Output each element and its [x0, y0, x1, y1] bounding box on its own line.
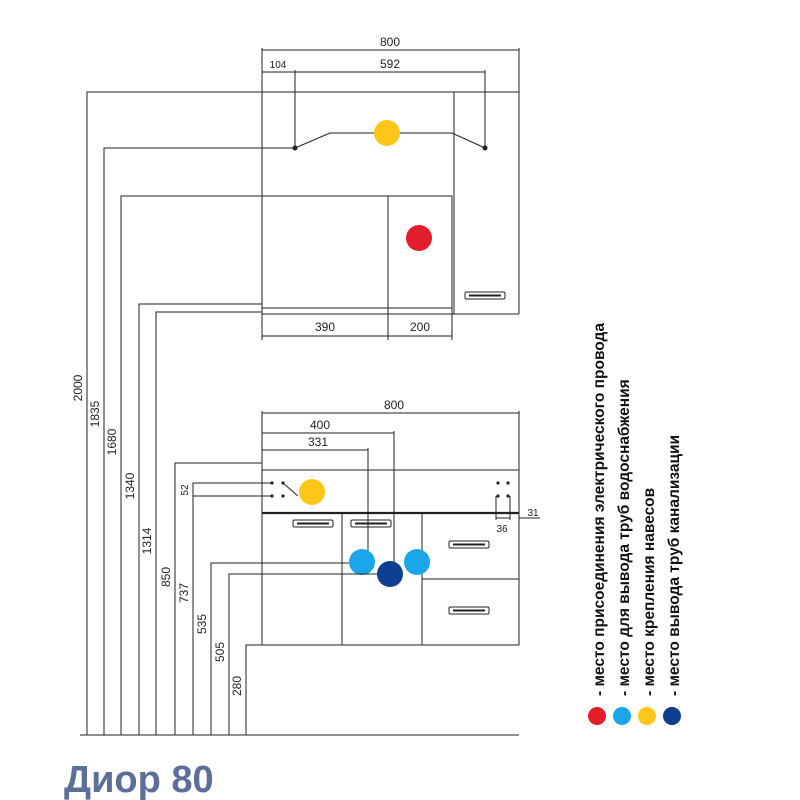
top-span-label: 592 — [380, 57, 400, 71]
height-dimension-lines — [86, 91, 377, 735]
height-label-505: 505 — [213, 642, 227, 662]
height-label-1340: 1340 — [123, 472, 137, 499]
drain-marker-icon — [377, 561, 403, 587]
bottom-331-label: 331 — [308, 435, 328, 449]
hanger-point-right — [482, 145, 488, 151]
legend-red-dot-icon — [588, 707, 606, 725]
legend-yellow-dot-icon — [638, 707, 656, 725]
legend: - место присоединения электрического про… — [588, 323, 683, 725]
top-width-dimension — [261, 48, 520, 148]
legend-cyan-dot-icon — [613, 707, 631, 725]
bottom-31-label: 31 — [527, 508, 539, 519]
top-width-label: 800 — [380, 35, 400, 49]
upper-right-section-label: 200 — [410, 320, 430, 334]
legend-navy-dot-icon — [663, 707, 681, 725]
height-label-52: 52 — [180, 484, 191, 496]
bottom-400-label: 400 — [310, 418, 330, 432]
legend-item-drain: - место вывода труб канализации — [666, 435, 683, 696]
upper-mount-marker-icon — [374, 120, 400, 146]
legend-item-electric: - место присоединения электрического про… — [591, 323, 608, 696]
product-title: Диор 80 — [64, 759, 214, 800]
water-marker-right-icon — [404, 549, 430, 575]
lower-mount-marker-icon — [299, 479, 325, 505]
water-marker-left-icon — [349, 549, 375, 575]
height-label-2000: 2000 — [71, 374, 85, 401]
bottom-36-label: 36 — [496, 524, 508, 535]
lower-hanger-dots — [270, 481, 510, 498]
height-label-1314: 1314 — [140, 527, 154, 554]
upper-cabinet — [261, 90, 520, 340]
height-label-737: 737 — [177, 583, 191, 603]
height-label-1835: 1835 — [88, 400, 102, 427]
top-offset-label: 104 — [270, 60, 287, 71]
upper-electric-marker-icon — [406, 225, 432, 251]
height-label-280: 280 — [230, 676, 244, 696]
upper-left-section-label: 390 — [315, 320, 335, 334]
height-label-850: 850 — [159, 567, 173, 587]
height-label-535: 535 — [195, 614, 209, 634]
lower-cabinet — [261, 469, 540, 646]
legend-item-mount: - место крепления навесов — [641, 488, 658, 696]
bottom-width-dimensions — [261, 411, 520, 568]
legend-item-water: - место для вывода труб водоснабжения — [616, 379, 633, 696]
bottom-width-label: 800 — [384, 398, 404, 412]
upper-section-dimensions — [261, 314, 452, 340]
height-label-1680: 1680 — [105, 428, 119, 455]
